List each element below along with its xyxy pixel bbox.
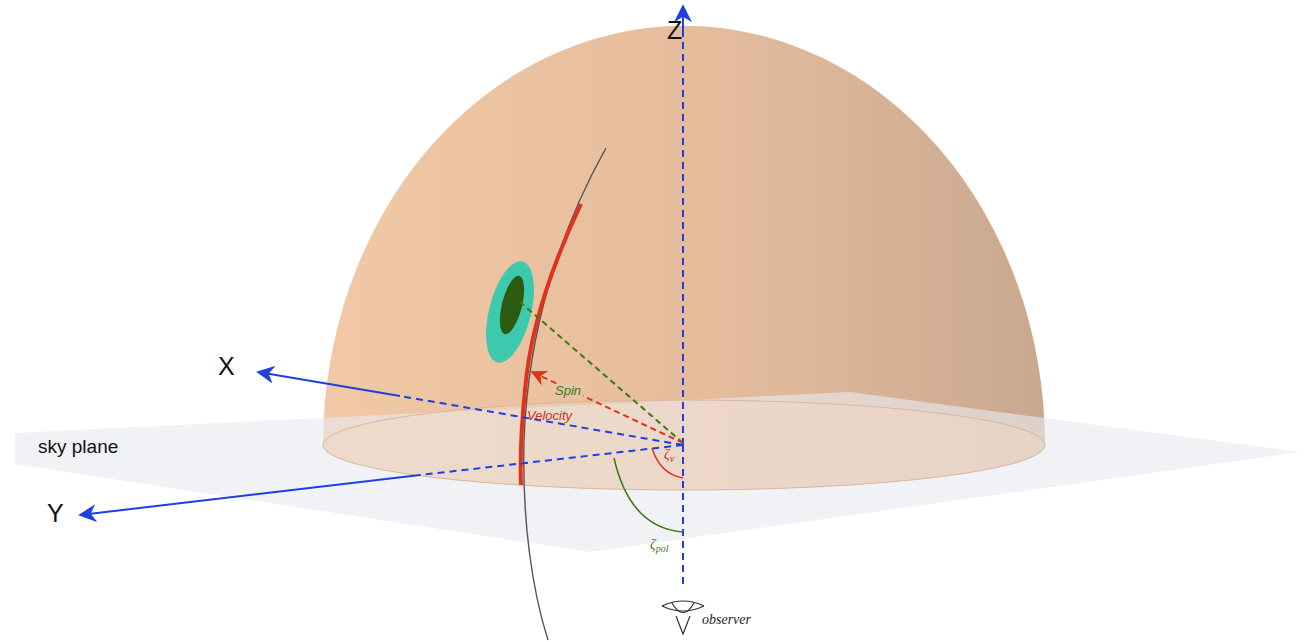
observer-eye [662, 601, 704, 634]
z-axis [682, 6, 684, 30]
x-axis-dashed [400, 396, 683, 445]
trajectory-curve [524, 148, 606, 640]
velocity-vector [532, 372, 683, 443]
y-axis-dashed [420, 445, 683, 475]
hemisphere [323, 26, 1045, 490]
velocity-angle-arc [652, 448, 683, 478]
spin-vector [520, 302, 683, 443]
vector-label: Velocity [527, 409, 572, 424]
plane-label: sky plane [38, 436, 118, 458]
line-of-sight [682, 445, 684, 588]
axis-label: X [218, 352, 235, 381]
observer-label: observer [702, 612, 751, 628]
x-axis [258, 372, 400, 396]
axis-label: Z [667, 16, 682, 45]
axis-label: Y [47, 499, 64, 528]
spot-outer [477, 256, 543, 367]
z-axis-dashed [682, 30, 684, 445]
angle-label: ζpol [650, 537, 669, 555]
sky-plane [15, 392, 1300, 552]
spin-angle-arc [614, 458, 683, 532]
trajectory-segment [521, 204, 581, 485]
angle-label: ζv [664, 447, 674, 465]
vector-label: Spin [553, 384, 583, 399]
y-axis [80, 475, 420, 515]
